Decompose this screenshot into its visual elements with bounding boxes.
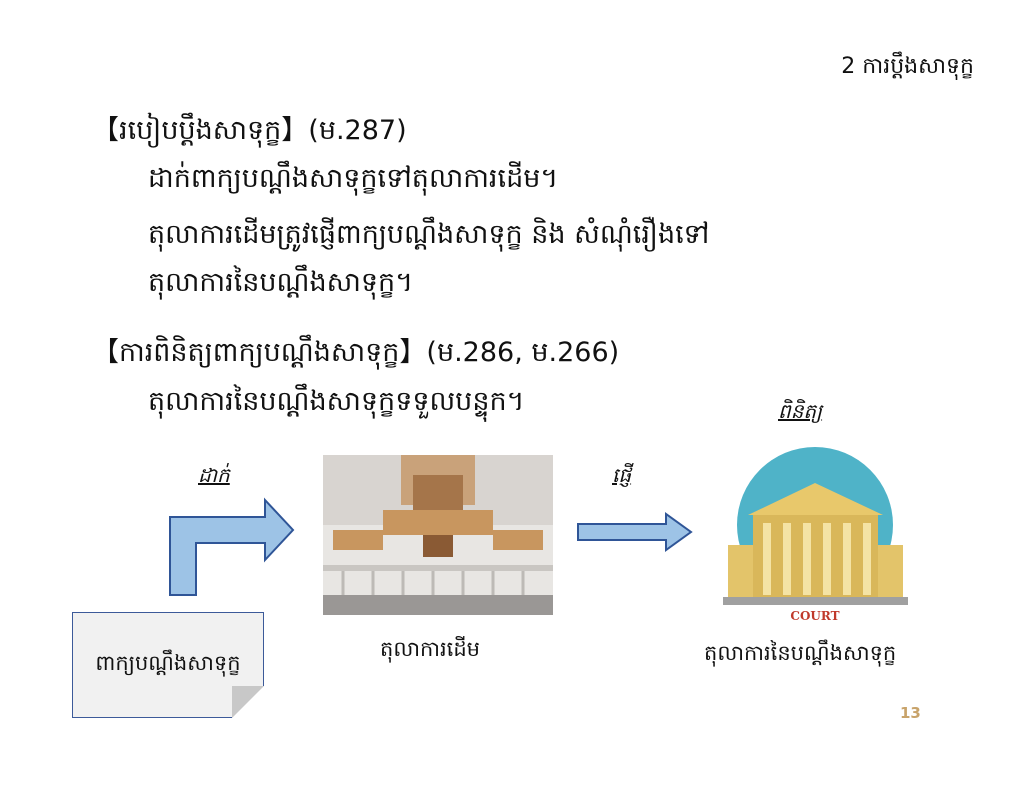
document-label: ពាក្យបណ្តឹងសាទុក្ខ (95, 650, 241, 675)
first-court-label: តុលាការដើម (380, 637, 480, 661)
page-number: 13 (900, 704, 921, 722)
section1-heading: 【របៀបប្តឹងសាទុក្ខ】(ម.287) (92, 115, 407, 146)
submit-label: ដាក់ (198, 463, 230, 487)
court-sign: COURT (790, 609, 839, 623)
slide-title: 2 ការប្តឹងសាទុក្ខ (841, 54, 974, 79)
appeal-document: ពាក្យបណ្តឹងសាទុក្ខ (72, 612, 264, 718)
right-arrow-icon (577, 512, 693, 552)
section2-heading: 【ការពិនិត្យពាក្យបណ្តឹងសាទុក្ខ】(ម.286, ម.… (92, 337, 620, 368)
folded-corner-icon (232, 686, 264, 718)
section1-line: ដាក់ពាក្យបណ្តឹងសាទុក្ខទៅតុលាការដើម។ (148, 163, 559, 194)
appeal-court-image: COURT (718, 447, 913, 623)
bent-arrow-icon (169, 497, 295, 596)
send-label: ផ្ញើ (612, 463, 632, 487)
section1-line: តុលាការដើមត្រូវផ្ញើពាក្យបណ្តឹងសាទុក្ខ និ… (148, 219, 710, 250)
review-label: ពិនិត្យ (778, 399, 823, 423)
appeal-court-label: តុលាការនៃបណ្តឹងសាទុក្ខ (704, 641, 897, 665)
section2-line: តុលាការនៃបណ្តឹងសាទុក្ខទទួលបន្ទុក។ (148, 386, 525, 417)
courtroom-image (323, 455, 553, 615)
section1-line: តុលាការនៃបណ្តឹងសាទុក្ខ។ (148, 267, 413, 298)
